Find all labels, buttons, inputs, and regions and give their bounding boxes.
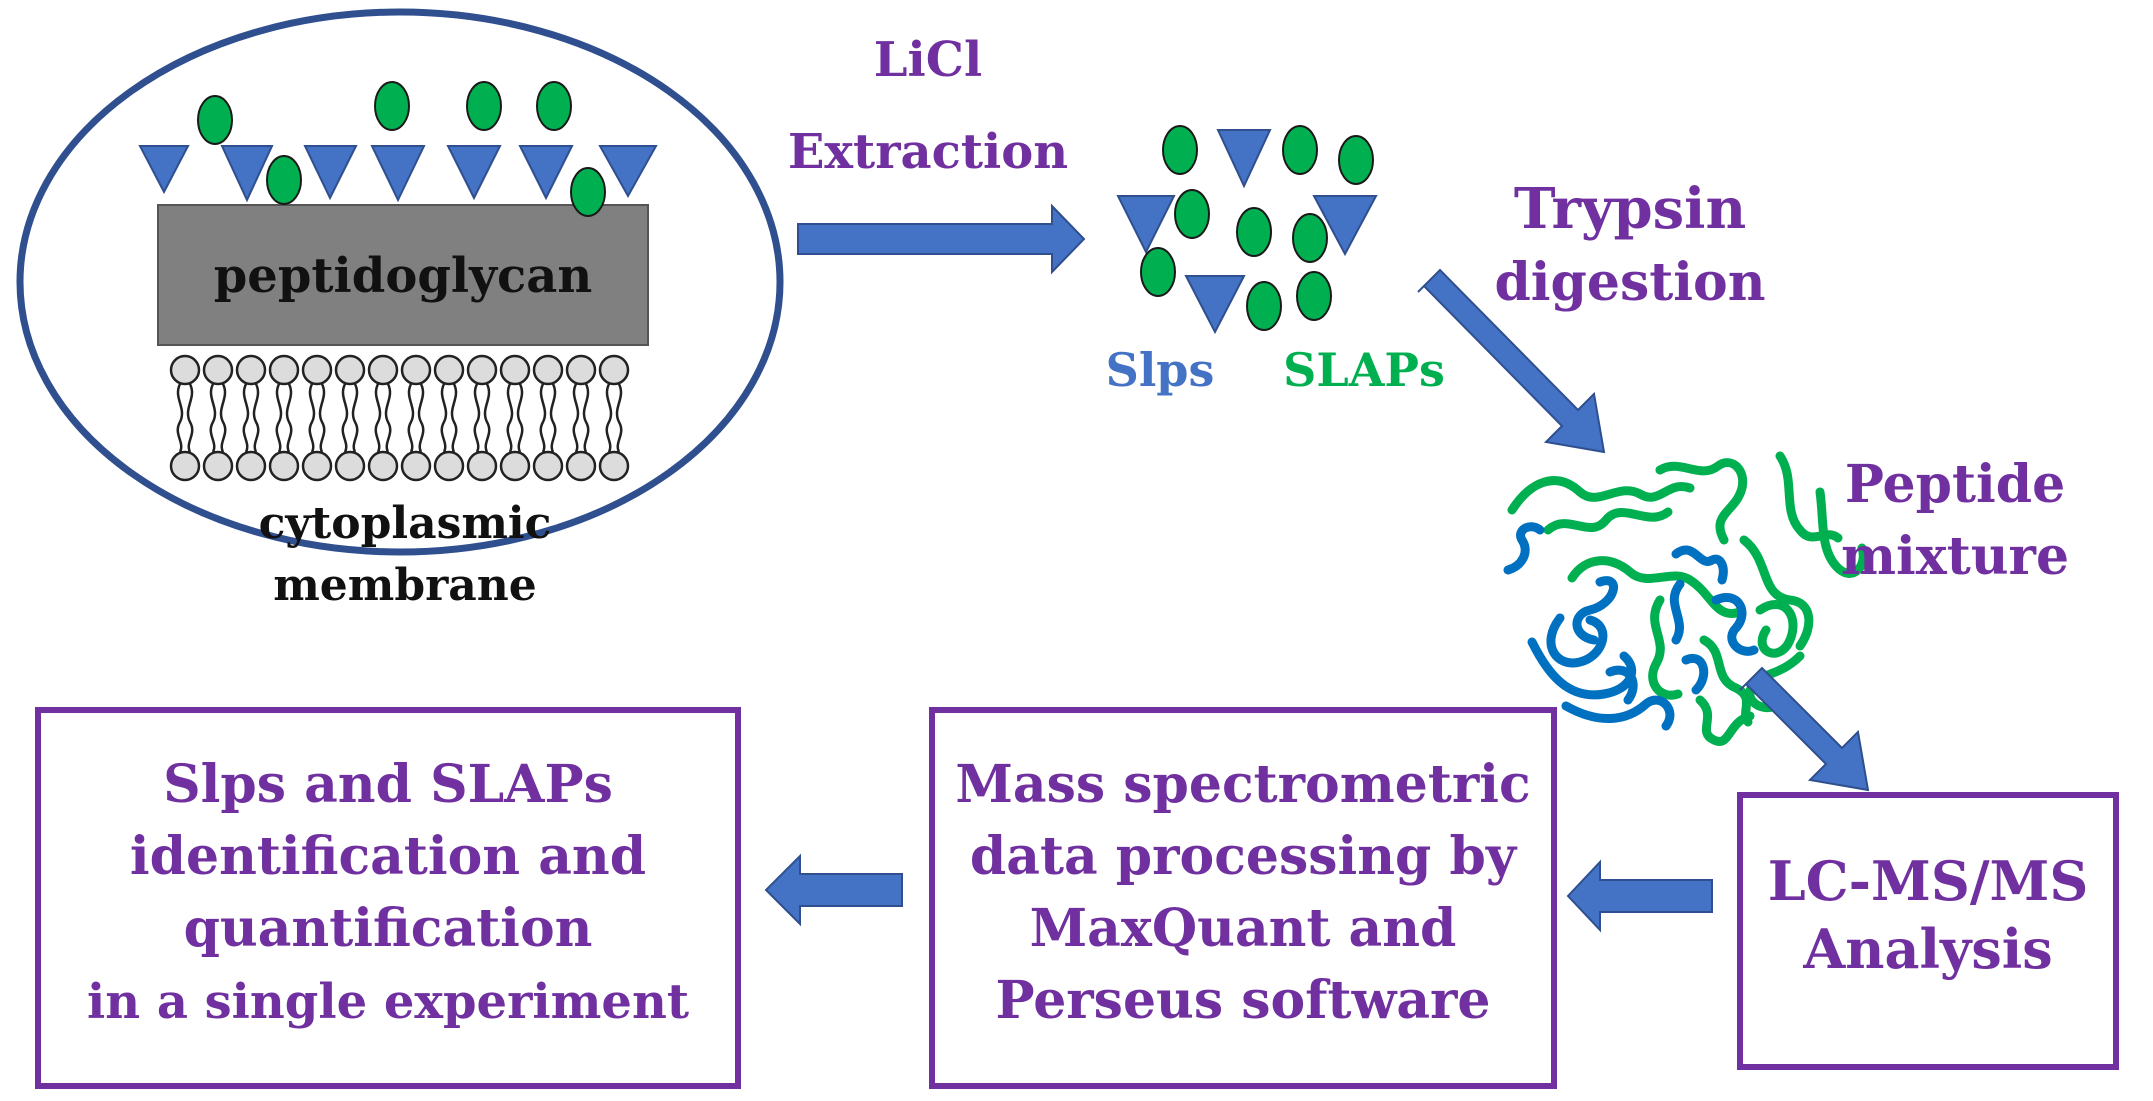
slaps-legend-label: SLAPs — [1283, 343, 1445, 397]
slap-circle — [266, 155, 302, 205]
extracted-proteins: Slps SLAPs — [1106, 125, 1445, 397]
extraction-label-line2: Extraction — [788, 124, 1068, 180]
result-box-frame — [35, 707, 741, 1089]
surface-proteins — [138, 81, 658, 217]
peptide-strand — [1669, 579, 1685, 645]
peptide-strand — [1648, 595, 1683, 700]
mixture-label-line2: mixture — [1841, 526, 2069, 587]
peptide-strand — [1546, 613, 1608, 668]
slp-triangle — [598, 145, 658, 199]
slp-triangle — [1312, 195, 1378, 257]
processing-label-line2: data processing by — [970, 826, 1518, 887]
arrow-right — [797, 203, 1086, 275]
peptide-strand — [1655, 458, 1748, 545]
slp-triangle — [1216, 129, 1272, 189]
lcms-label-line1: LC-MS/MS — [1768, 849, 2089, 913]
membrane-label-line2: membrane — [273, 560, 537, 611]
peptide-strand — [1503, 522, 1545, 575]
peptide-strand — [1572, 576, 1618, 645]
digestion-label-line2: digestion — [1494, 252, 1765, 313]
slap-circle — [1140, 247, 1176, 297]
processing-label-line1: Mass spectrometric — [955, 754, 1530, 815]
peptide-strand — [1507, 476, 1695, 515]
slp-triangle — [138, 145, 190, 195]
slap-circle — [536, 81, 572, 131]
peptide-strand — [1699, 635, 1753, 727]
digestion-step: Trypsin digestion — [1417, 176, 1766, 454]
extraction-label-line1: LiCl — [874, 32, 982, 88]
slap-circle — [1246, 281, 1282, 331]
peptide-mixture: Peptide mixture — [1503, 451, 2069, 746]
peptide-strand — [1543, 507, 1673, 535]
result-label-line1: Slps and SLAPs — [163, 754, 613, 815]
arrow-down-right — [1739, 666, 1870, 792]
slap-circle — [1162, 125, 1198, 175]
slps-legend-label: Slps — [1106, 343, 1215, 397]
result-label-line3: quantification — [184, 898, 593, 959]
processing-box: Mass spectrometric data processing by Ma… — [929, 707, 1557, 1089]
slap-circle — [1296, 271, 1332, 321]
extraction-step: LiCl Extraction — [788, 32, 1086, 275]
peptide-strand — [1711, 593, 1759, 656]
peptide-strand — [1671, 545, 1728, 585]
slp-triangle — [370, 145, 426, 203]
slap-circle — [197, 95, 233, 145]
result-box: Slps and SLAPs identification and quanti… — [35, 707, 741, 1089]
slp-triangle — [1184, 275, 1246, 335]
slap-circle — [1282, 125, 1318, 175]
peptide-strand — [1695, 695, 1755, 746]
slp-triangle — [220, 145, 274, 203]
slap-circle — [1292, 213, 1328, 263]
lcms-box: LC-MS/MS Analysis — [1737, 792, 2119, 1070]
slp-triangle — [1116, 195, 1176, 255]
peptide-strand — [1681, 653, 1709, 695]
processing-label-line4: Perseus software — [995, 970, 1490, 1031]
arrow-left — [764, 853, 903, 927]
peptide-strand — [1755, 600, 1798, 658]
slap-circle — [1236, 207, 1272, 257]
slap-circle — [466, 81, 502, 131]
slp-triangle — [446, 145, 502, 201]
lcms-box-frame — [1737, 792, 2119, 1070]
result-label-line4: in a single experiment — [87, 974, 689, 1030]
mixture-label-line1: Peptide — [1845, 454, 2065, 515]
cell-envelope: peptidoglycan cytoplasmic membrane — [16, 8, 784, 611]
slp-triangle — [518, 145, 574, 201]
slap-circle — [570, 167, 606, 217]
peptide-strand — [1561, 695, 1675, 731]
slap-circle — [374, 81, 410, 131]
slp-triangle — [303, 145, 358, 201]
processing-label-line3: MaxQuant and — [1030, 898, 1457, 959]
arrow-left — [1566, 859, 1713, 933]
slap-circle — [1338, 135, 1374, 185]
peptide-strand — [1775, 451, 1843, 543]
membrane-label-line1: cytoplasmic — [259, 498, 552, 549]
arrow-down-right — [1417, 268, 1606, 454]
slap-circle — [1174, 189, 1210, 239]
lcms-label-line2: Analysis — [1802, 917, 2052, 981]
result-label-line2: identification and — [130, 826, 646, 887]
peptide-strand — [1815, 487, 1868, 578]
peptidoglycan-label: peptidoglycan — [214, 248, 593, 304]
processing-box-frame — [929, 707, 1557, 1089]
peptide-strand — [1605, 665, 1638, 705]
digestion-label-line1: Trypsin — [1514, 176, 1746, 242]
peptidoglycan-layer — [157, 204, 649, 346]
peptide-strand — [1739, 535, 1814, 651]
